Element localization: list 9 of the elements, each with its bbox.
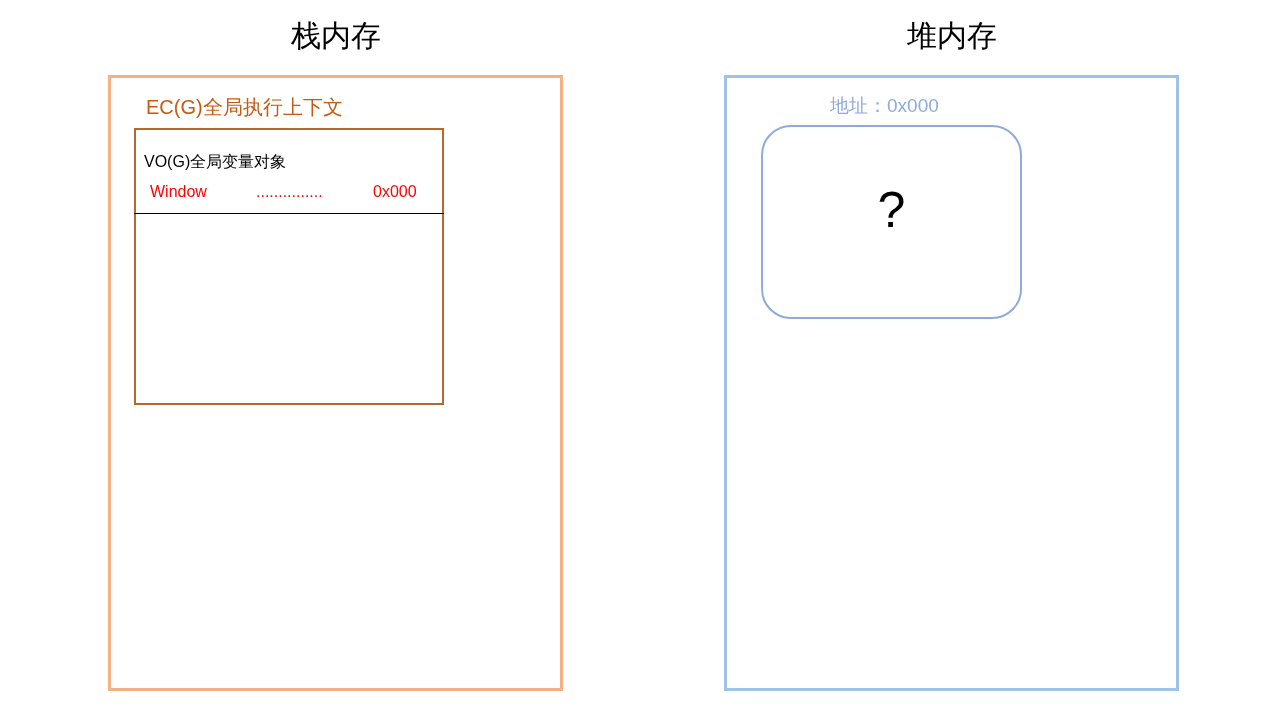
address-label: 地址：0x000 — [830, 95, 939, 118]
context-heading: EC(G)全局执行上下文 — [146, 95, 343, 119]
panel-title: 堆内存 — [905, 18, 998, 54]
unknown-value: ? — [876, 181, 907, 240]
panel-title: 栈内存 — [289, 18, 382, 54]
address-value: 0x000 — [373, 182, 417, 202]
variable-object-heading: VO(G)全局变量对象 — [144, 152, 287, 172]
dotted-leader: ............... — [256, 182, 323, 202]
variable-name: Window — [150, 182, 207, 202]
